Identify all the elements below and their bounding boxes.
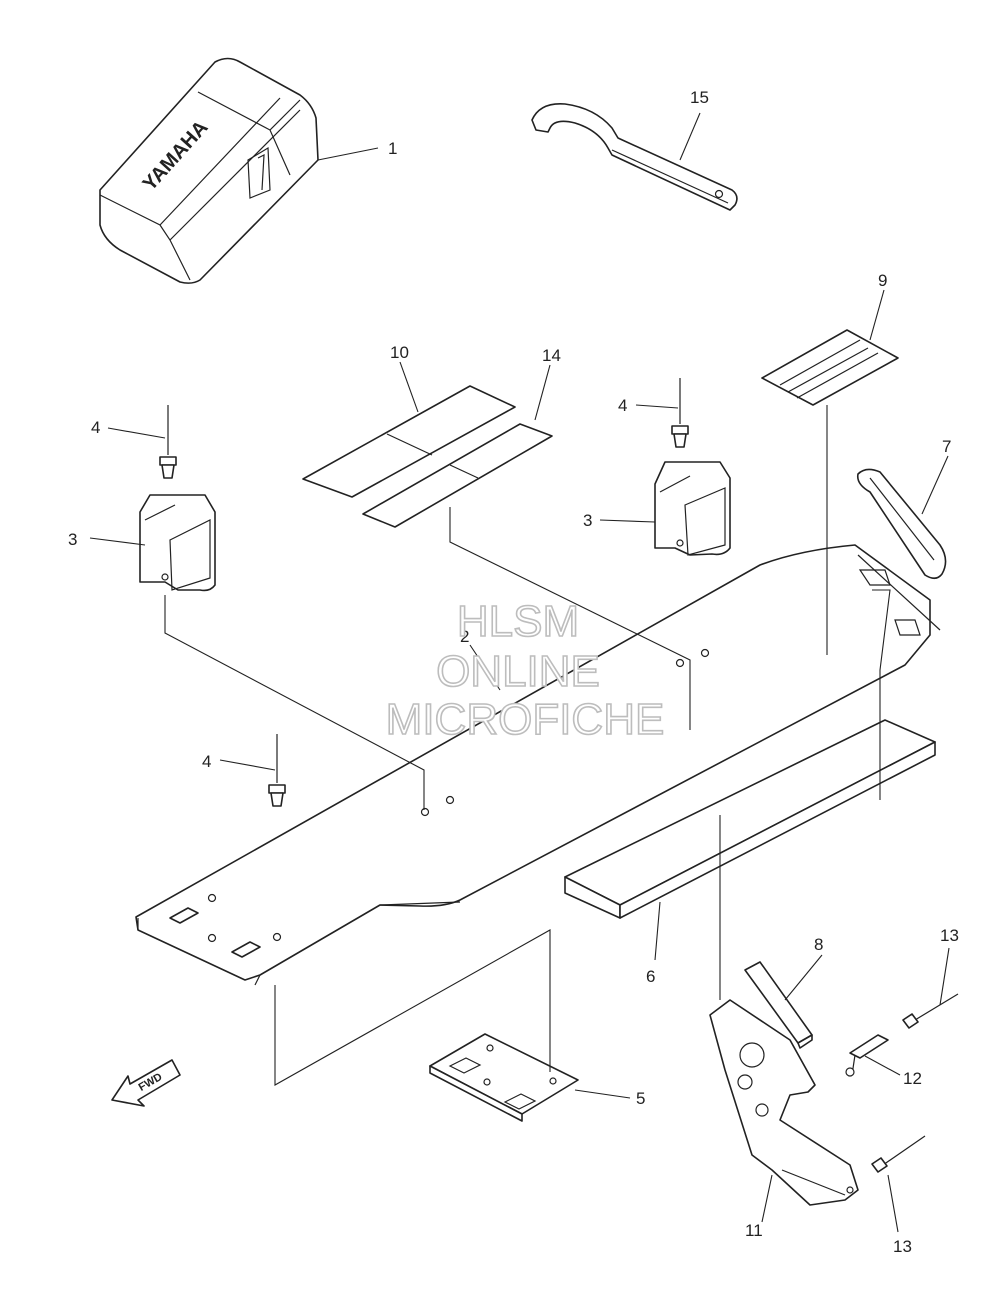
decal-10-part[interactable] <box>302 385 516 498</box>
clip-12-part[interactable] <box>845 1034 889 1077</box>
watermark-line-1: HLSM <box>457 597 579 646</box>
callout-11: 11 <box>745 1221 763 1240</box>
fwd-arrow-icon: FWD <box>111 1059 181 1107</box>
callout-4-left: 4 <box>91 418 100 437</box>
watermark: HLSM ONLINE MICROFICHE <box>385 596 665 745</box>
rivet-13-lower-part[interactable] <box>871 1135 926 1173</box>
bracket-3-left-part[interactable] <box>139 494 216 592</box>
callout-4-lower: 4 <box>202 752 211 771</box>
callout-8: 8 <box>814 935 823 954</box>
rivet-13-upper-part[interactable] <box>902 993 959 1029</box>
leader-lines <box>89 112 950 1233</box>
callout-3-right: 3 <box>583 511 592 530</box>
block-8-part[interactable] <box>744 961 813 1049</box>
callout-13-upper: 13 <box>940 926 959 945</box>
callout-3-left: 3 <box>68 530 77 549</box>
callout-15: 15 <box>690 88 709 107</box>
spanner-wrench-part[interactable] <box>531 103 738 211</box>
rivet-4-right-part[interactable] <box>671 378 689 448</box>
guard-11-part[interactable] <box>709 999 859 1206</box>
bracket-3-right-part[interactable] <box>654 461 731 556</box>
watermark-line-3: MICROFICHE <box>386 695 665 744</box>
callout-10: 10 <box>390 343 409 362</box>
rivet-4-lower-part[interactable] <box>268 734 286 807</box>
plate-5-part[interactable] <box>429 1033 579 1122</box>
clip-7-part[interactable] <box>856 468 947 580</box>
callout-14: 14 <box>542 346 561 365</box>
pad-6-part[interactable] <box>564 719 936 919</box>
cover-box-part[interactable]: YAMAHA <box>99 57 319 284</box>
callout-1: 1 <box>388 139 397 158</box>
callout-7: 7 <box>942 437 951 456</box>
base-plate-2-part[interactable] <box>135 544 941 986</box>
rivet-4-left-part[interactable] <box>159 405 177 479</box>
callout-6: 6 <box>646 967 655 986</box>
callouts: 1 15 9 7 10 14 4 3 4 3 4 2 6 5 8 13 12 1… <box>68 88 959 1256</box>
decal-14-part[interactable] <box>362 423 553 528</box>
callout-5: 5 <box>636 1089 645 1108</box>
watermark-line-2: ONLINE <box>436 647 600 696</box>
callout-2: 2 <box>460 627 469 646</box>
callout-12: 12 <box>903 1069 922 1088</box>
callout-9: 9 <box>878 271 887 290</box>
assembly-lines <box>164 405 891 1086</box>
pad-9-part[interactable] <box>761 329 899 406</box>
callout-4-right: 4 <box>618 396 627 415</box>
callout-13-lower: 13 <box>893 1237 912 1256</box>
